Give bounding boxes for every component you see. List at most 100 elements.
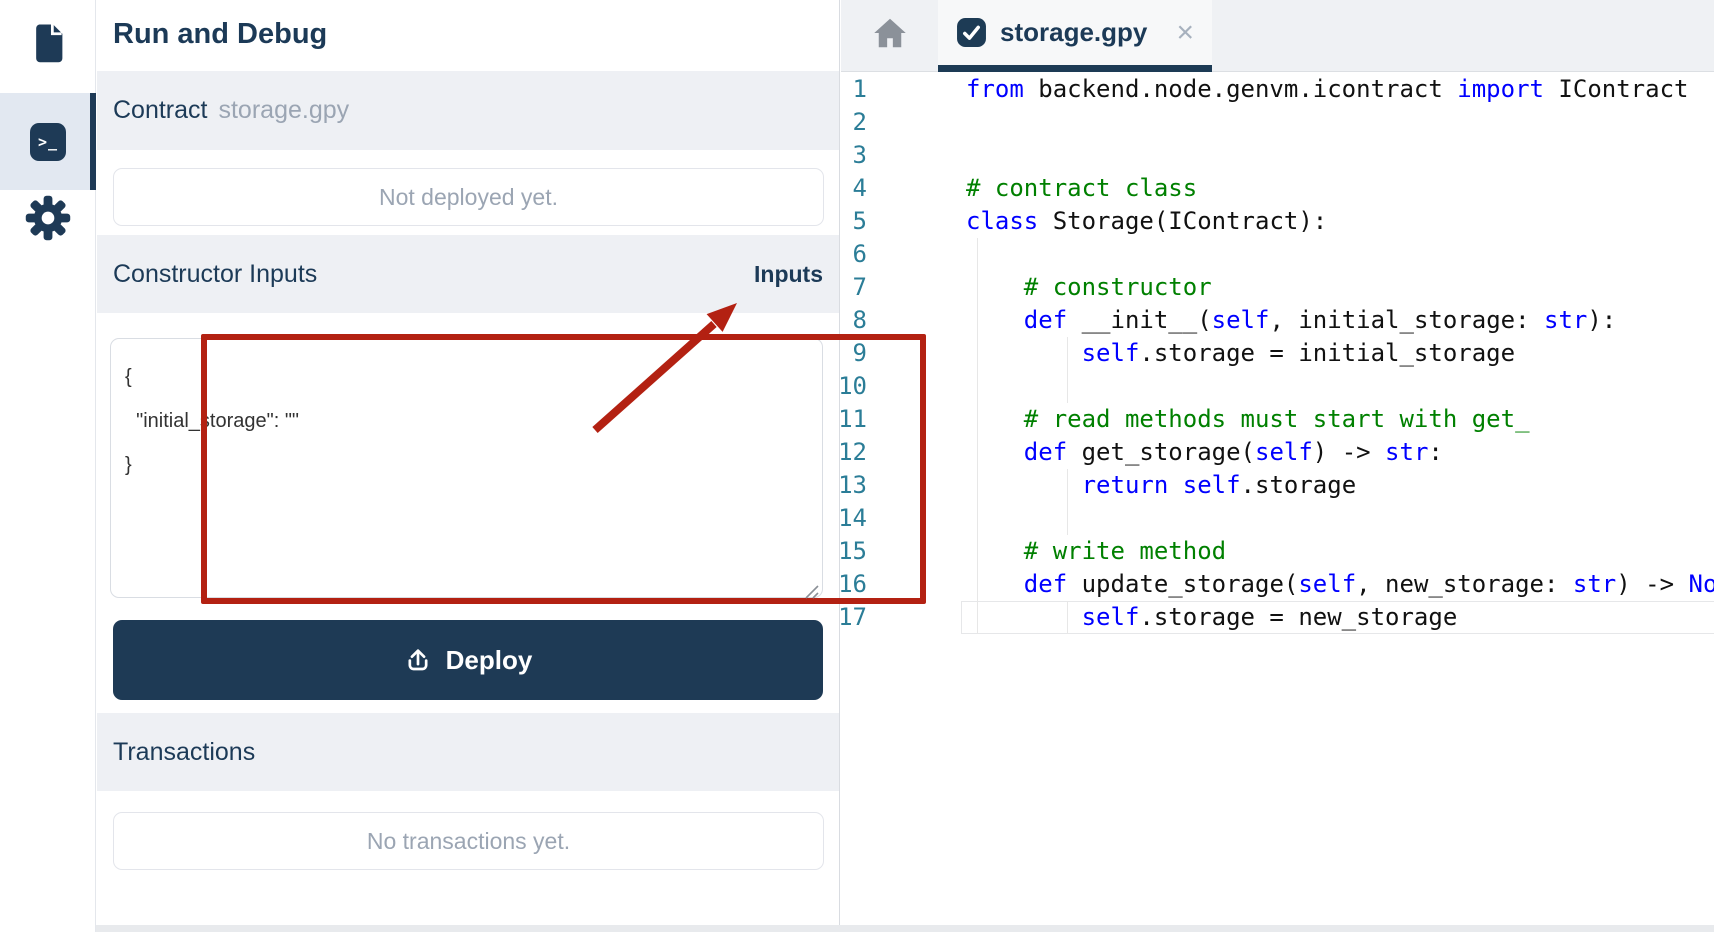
line-number: 13 (841, 471, 867, 499)
line-number: 2 (852, 108, 867, 136)
tab-filename: storage.gpy (1000, 17, 1148, 47)
contract-section-header: Contract storage.gpy (97, 71, 839, 150)
check-icon (956, 17, 987, 48)
code-line: 9 self.storage = initial_storage (841, 337, 1714, 370)
code-line: 15 # write method (841, 535, 1714, 568)
home-icon (872, 16, 908, 55)
line-number: 8 (852, 306, 867, 334)
line-number: 4 (852, 174, 867, 202)
line-number: 1 (852, 75, 867, 103)
code-line: 16 def update_storage(self, new_storage:… (841, 568, 1714, 601)
code-line: 5 class Storage(IContract): (841, 205, 1714, 238)
code-line: 8 def __init__(self, initial_storage: st… (841, 304, 1714, 337)
code-line: 1 from backend.node.genvm.icontract impor… (841, 73, 1714, 106)
code-line: 10 (841, 370, 1714, 403)
line-number: 10 (841, 372, 867, 400)
indent-guide (1067, 502, 1068, 535)
indent-guide (977, 304, 978, 337)
line-number: 12 (841, 438, 867, 466)
transactions-empty-box: No transactions yet. (113, 812, 824, 870)
code-line: 4 # contract class (841, 172, 1714, 205)
line-number: 7 (852, 273, 867, 301)
constructor-section-header: Constructor Inputs Inputs (97, 235, 839, 313)
code-text: # write method (1023, 537, 1227, 565)
transactions-empty-text: No transactions yet. (366, 827, 571, 854)
deployment-status-box: Not deployed yet. (113, 168, 824, 226)
indent-guide (977, 271, 978, 304)
indent-guide (977, 370, 978, 403)
code-line: 3 (841, 139, 1714, 172)
line-number: 17 (841, 603, 867, 631)
code-text: self.storage = initial_storage (1081, 339, 1516, 367)
indent-guide (1067, 601, 1068, 634)
resize-grip-icon[interactable] (800, 580, 820, 600)
editor-pane: storage.gpy × 1 from backend.node.genvm.i… (839, 0, 1714, 932)
line-number: 11 (841, 405, 867, 433)
line-number: 5 (852, 207, 867, 235)
indent-guide (977, 568, 978, 601)
code-line: 7 # constructor (841, 271, 1714, 304)
transactions-label: Transactions (113, 737, 256, 766)
run-debug-panel: Run and Debug Contract storage.gpy Not d… (97, 0, 926, 932)
transactions-section-header: Transactions (97, 713, 839, 791)
code-text: class Storage(IContract): (966, 207, 1328, 235)
code-line: 17 self.storage = new_storage (841, 601, 1714, 634)
code-text: # constructor (1023, 273, 1212, 301)
code-text: return self.storage (1081, 471, 1357, 499)
indent-guide (1067, 370, 1068, 403)
code-area[interactable]: 1 from backend.node.genvm.icontract impor… (841, 73, 1714, 925)
code-text: def get_storage(self) -> str: (1023, 438, 1443, 466)
left-rail: >_ (0, 0, 96, 932)
code-line: 12 def get_storage(self) -> str: (841, 436, 1714, 469)
terminal-icon: >_ (30, 122, 66, 161)
indent-guide (977, 238, 978, 271)
indent-guide (1067, 469, 1068, 502)
code-text: def __init__(self, initial_storage: str)… (1023, 306, 1617, 334)
line-number: 16 (841, 570, 867, 598)
inputs-badge: Inputs (754, 260, 823, 287)
upload-icon (404, 646, 432, 674)
code-line: 14 (841, 502, 1714, 535)
code-text: # contract class (966, 174, 1198, 202)
gear-icon (25, 195, 71, 246)
tab-bar: storage.gpy × (841, 0, 1714, 72)
terminal-button[interactable]: >_ (0, 93, 96, 190)
file-tab[interactable]: storage.gpy × (938, 0, 1212, 72)
current-line-highlight (961, 601, 1714, 634)
deploy-label: Deploy (445, 644, 533, 675)
code-line: 2 (841, 106, 1714, 139)
code-line: 13 return self.storage (841, 469, 1714, 502)
code-text: from backend.node.genvm.icontract import… (966, 75, 1689, 103)
file-icon (30, 22, 67, 69)
home-button[interactable] (841, 0, 938, 71)
horizontal-scrollbar[interactable] (96, 925, 1714, 932)
line-number: 15 (841, 537, 867, 565)
deployment-status-text: Not deployed yet. (378, 183, 558, 210)
contract-label: Contract (113, 96, 208, 124)
indent-guide (1067, 337, 1068, 370)
indent-guide (977, 535, 978, 568)
code-line: 6 (841, 238, 1714, 271)
constructor-inputs-textarea[interactable]: { "initial_storage": "" } (110, 338, 823, 598)
page-title: Run and Debug (113, 18, 328, 50)
indent-guide (977, 436, 978, 469)
tab-close-button[interactable]: × (1176, 15, 1194, 49)
settings-button[interactable] (0, 194, 96, 246)
line-number: 9 (852, 339, 867, 367)
line-number: 3 (852, 141, 867, 169)
contract-filename: storage.gpy (218, 96, 350, 124)
line-number: 6 (852, 240, 867, 268)
code-text: def update_storage(self, new_storage: st… (1023, 570, 1714, 598)
files-button[interactable] (0, 20, 96, 70)
indent-guide (977, 601, 978, 634)
code-text: self.storage = new_storage (1081, 603, 1458, 631)
code-text: # read methods must start with get_ (1023, 405, 1530, 433)
indent-guide (977, 502, 978, 535)
code-line: 11 # read methods must start with get_ (841, 403, 1714, 436)
active-indicator-bar (90, 93, 96, 190)
constructor-inputs-label: Constructor Inputs (113, 259, 318, 288)
indent-guide (977, 469, 978, 502)
deploy-button[interactable]: Deploy (113, 620, 823, 700)
indent-guide (977, 403, 978, 436)
